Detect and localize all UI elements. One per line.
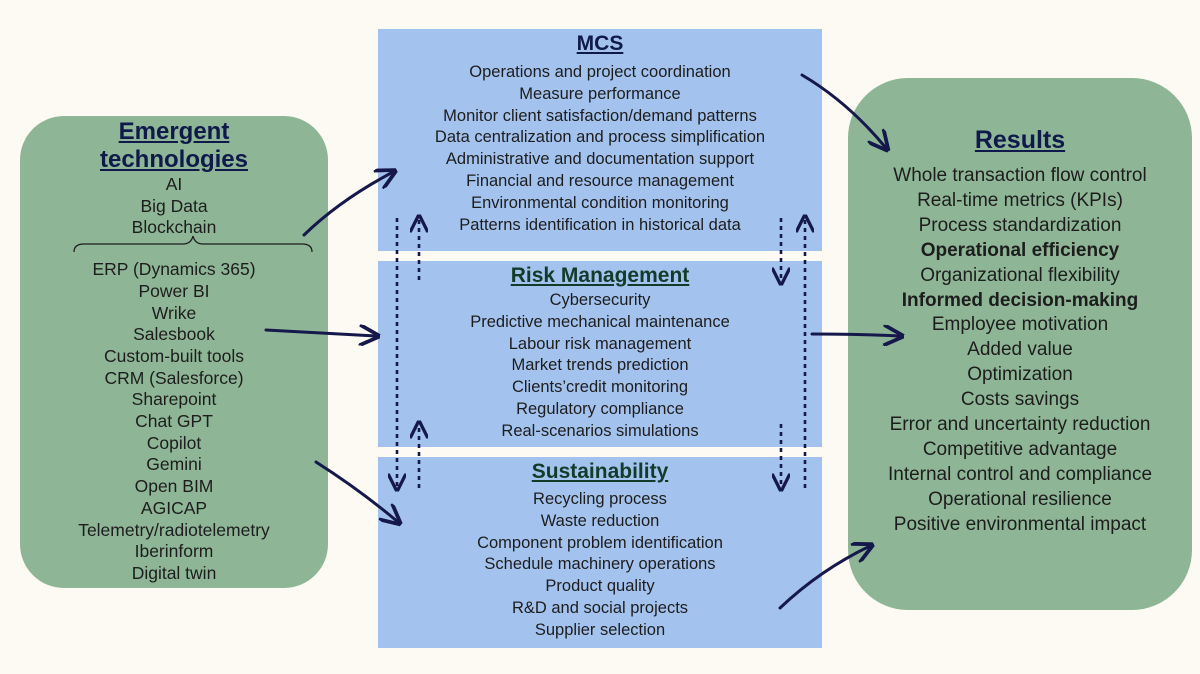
list-item: Chat GPT <box>135 411 213 432</box>
list-item: Competitive advantage <box>922 438 1118 460</box>
list-item: Market trends prediction <box>511 356 689 375</box>
sustainability-list: Recycling process Waste reduction Compon… <box>378 489 822 642</box>
results-box: Results Whole transaction flow control R… <box>848 78 1192 610</box>
list-item: R&D and social projects <box>511 598 689 617</box>
list-item: Custom-built tools <box>103 345 245 366</box>
list-item: Patterns identification in historical da… <box>459 215 741 234</box>
list-item: CRM (Salesforce) <box>104 367 244 388</box>
list-item: Digital twin <box>131 562 217 583</box>
list-item: Salesbook <box>133 324 215 345</box>
risk-management-list: Cybersecurity Predictive mechanical main… <box>378 290 822 443</box>
list-item: Product quality <box>545 577 655 596</box>
results-title: Results <box>974 126 1066 154</box>
list-item: Added value <box>967 339 1073 361</box>
list-item: Predictive mechanical maintenance <box>470 312 730 331</box>
list-item: Operational efficiency <box>920 239 1120 261</box>
list-item: Open BIM <box>134 476 214 497</box>
list-item: Schedule machinery operations <box>484 555 716 574</box>
list-item: Operational resilience <box>928 488 1112 510</box>
list-item: Whole transaction flow control <box>893 165 1147 186</box>
list-item: Employee motivation <box>931 314 1109 336</box>
list-item: Power BI <box>138 280 210 301</box>
list-item: ERP (Dynamics 365) <box>92 259 256 280</box>
list-item: Data centralization and process simplifi… <box>434 128 766 147</box>
list-item: Cybersecurity <box>549 291 651 309</box>
list-item: AI <box>165 174 183 194</box>
section-divider <box>378 251 822 261</box>
list-item: Recycling process <box>533 490 667 508</box>
list-item: Component problem identification <box>477 533 723 552</box>
list-item: Error and uncertainty reduction <box>889 414 1151 436</box>
list-item: Telemetry/radiotelemetry <box>78 519 270 540</box>
mcs-title: MCS <box>576 32 624 55</box>
list-item: Blockchain <box>131 217 217 238</box>
risk-management-title: Risk Management <box>510 264 690 287</box>
section-divider <box>378 447 822 457</box>
center-panel: MCS Operations and project coordination … <box>378 29 822 648</box>
list-item: Internal control and compliance <box>887 463 1153 485</box>
list-item: Administrative and documentation support <box>445 150 755 169</box>
emergent-technologies-list: AI Big Data Blockchain ERP (Dynamics 365… <box>20 174 328 585</box>
list-item: Regulatory compliance <box>516 399 684 418</box>
list-item: Process standardization <box>918 214 1122 236</box>
list-item: Costs savings <box>960 389 1080 411</box>
sustainability-title: Sustainability <box>531 460 669 483</box>
list-item: Monitor client satisfaction/demand patte… <box>443 106 757 125</box>
list-item: Clients’credit monitoring <box>511 378 689 397</box>
list-item: Positive environmental impact <box>893 513 1147 535</box>
results-list: Whole transaction flow control Real-time… <box>848 164 1192 538</box>
emergent-technologies-title: Emergent technologies <box>99 118 249 173</box>
list-item: Financial and resource management <box>466 171 734 190</box>
brace-icon <box>73 235 313 253</box>
list-item: AGICAP <box>140 497 208 518</box>
list-item: Measure performance <box>519 84 681 103</box>
list-item: Big Data <box>140 195 208 216</box>
list-item: Operations and project coordination <box>469 63 731 81</box>
mcs-list: Operations and project coordination Meas… <box>378 62 822 236</box>
list-item: Optimization <box>967 364 1073 386</box>
emergent-technologies-box: Emergent technologies AI Big Data Blockc… <box>20 116 328 588</box>
list-item: Environmental condition monitoring <box>471 193 729 212</box>
list-item: Waste reduction <box>540 511 660 530</box>
list-item: Copilot <box>146 432 202 453</box>
list-item: Iberinform <box>134 541 214 562</box>
list-item: Sharepoint <box>131 389 217 410</box>
list-item: Organizational flexibility <box>920 264 1120 286</box>
list-item: Real-scenarios simulations <box>501 421 699 440</box>
list-item: Gemini <box>146 454 202 475</box>
list-item: Supplier selection <box>534 620 666 639</box>
list-item: Labour risk management <box>508 334 692 353</box>
list-item: Wrike <box>151 302 197 323</box>
list-item: Real-time metrics (KPIs) <box>917 189 1123 211</box>
list-item: Informed decision-making <box>901 289 1139 311</box>
